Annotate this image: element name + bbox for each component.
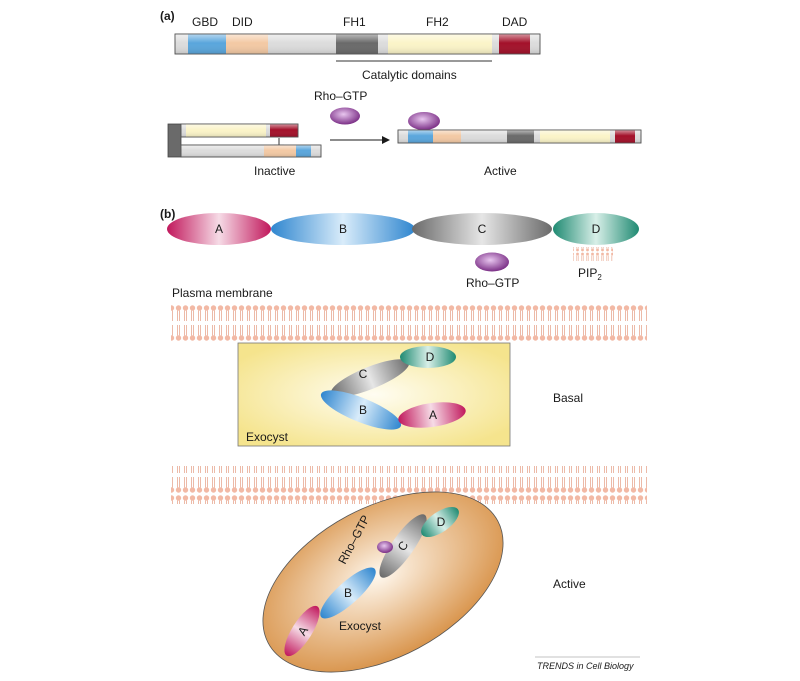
journal-credit: TRENDS in Cell Biology	[537, 661, 634, 671]
catalytic-domains-label: Catalytic domains	[362, 68, 457, 82]
segment-c	[412, 213, 552, 245]
active-segment-b	[320, 567, 376, 619]
active-segment-c	[379, 514, 427, 578]
inactive-formin	[167, 123, 322, 158]
rho-gtp-bound-a	[408, 112, 440, 130]
segment-b	[271, 213, 415, 245]
pip2-lipids	[573, 247, 613, 261]
basal-label: Basal	[553, 391, 583, 405]
plasma-membrane-top	[171, 303, 647, 341]
rho-gtp-label-b: Rho–GTP	[466, 276, 519, 290]
active-label-a: Active	[484, 164, 517, 178]
panel-b-label: (b)	[160, 207, 175, 221]
rho-gtp-blob-b	[475, 252, 509, 272]
exocyst-label-basal: Exocyst	[246, 430, 289, 444]
basal-segment-d-label: D	[426, 350, 435, 364]
active-segment-d-label: D	[437, 515, 446, 529]
basal-segment-b-label: B	[359, 403, 367, 417]
panel-a-label: (a)	[160, 9, 175, 23]
exocyst-active	[262, 491, 504, 673]
rho-gtp-bound-b	[377, 541, 393, 553]
formin-domain-bar	[174, 33, 541, 55]
fh2-label: FH2	[426, 15, 449, 29]
basal-segment-a-label: A	[429, 408, 437, 422]
basal-segment-d	[400, 346, 456, 368]
basal-segment-b	[320, 390, 402, 430]
basal-segment-c-label: C	[359, 367, 368, 381]
inactive-label: Inactive	[254, 164, 296, 178]
exocyst-label-active: Exocyst	[339, 619, 382, 633]
segment-d-label: D	[592, 222, 601, 236]
segment-a	[167, 213, 271, 245]
active-label-b: Active	[553, 577, 586, 591]
pip2-label: PIP2	[578, 266, 602, 282]
segment-c-label: C	[478, 222, 487, 236]
active-formin-bar	[397, 129, 642, 144]
did-label: DID	[232, 15, 253, 29]
rho-gtp-blob-a	[330, 107, 360, 125]
exocyst-box-basal	[237, 342, 511, 447]
fh1-label: FH1	[343, 15, 366, 29]
basal-segment-c	[330, 359, 410, 397]
active-segment-a	[284, 605, 320, 657]
segment-b-label: B	[339, 222, 347, 236]
basal-segment-a	[398, 402, 466, 428]
gbd-label: GBD	[192, 15, 218, 29]
plasma-membrane-label: Plasma membrane	[172, 286, 273, 300]
segment-d	[553, 213, 639, 245]
active-segment-b-label: B	[344, 586, 352, 600]
rho-gtp-label-a: Rho–GTP	[314, 89, 367, 103]
dad-label: DAD	[502, 15, 528, 29]
active-segment-d	[421, 506, 459, 538]
segment-a-label: A	[215, 222, 223, 236]
